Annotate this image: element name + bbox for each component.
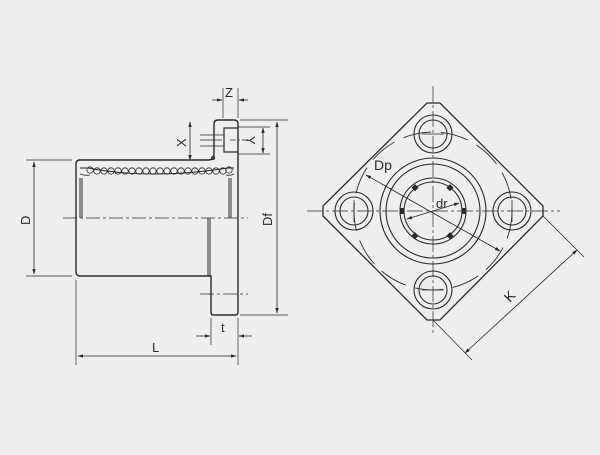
label-Z: Z xyxy=(225,85,233,100)
side-view xyxy=(26,88,288,365)
label-Y: Y xyxy=(243,136,258,145)
mounting-hole-top xyxy=(413,114,453,154)
label-t: t xyxy=(221,320,225,335)
label-D: D xyxy=(18,216,33,225)
label-X: X xyxy=(174,138,189,147)
label-L: L xyxy=(152,340,159,355)
square-flange-outline xyxy=(322,102,544,321)
front-view xyxy=(307,86,585,361)
label-Dp: Dp xyxy=(374,157,392,173)
ball-row xyxy=(86,166,233,175)
label-Df: Df xyxy=(260,213,275,226)
mounting-hole-right xyxy=(492,191,532,231)
label-dr: dr xyxy=(436,196,448,211)
mounting-hole-bottom xyxy=(413,270,453,310)
label-K: K xyxy=(500,287,519,305)
bushing-body-outline xyxy=(75,119,239,316)
